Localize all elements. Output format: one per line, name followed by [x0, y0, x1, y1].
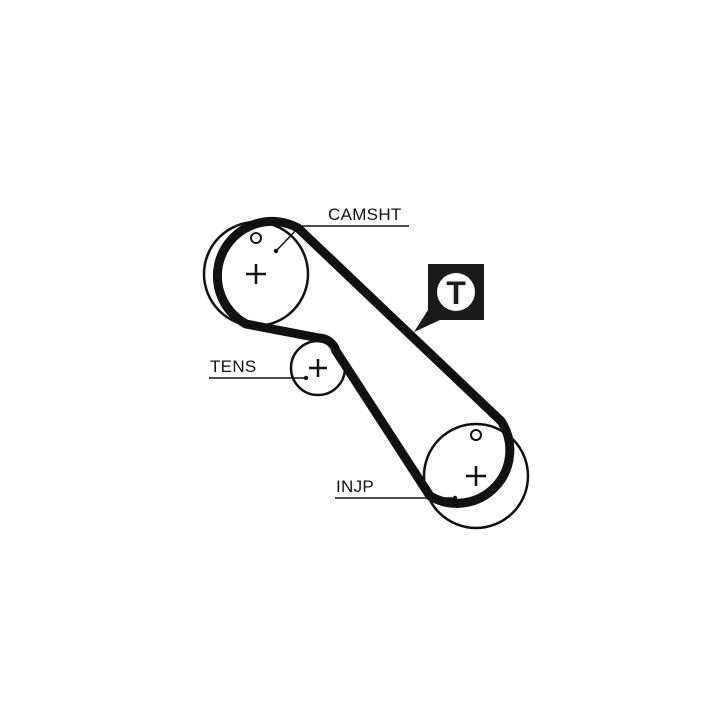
injection-pump-timing-mark: [470, 429, 482, 441]
camshaft-timing-mark: [250, 232, 262, 244]
camshaft-leader-line: [275, 225, 301, 252]
injection-pump-leader-dot: [452, 495, 458, 501]
tension-badge-circle: [437, 273, 475, 311]
tensioner-leader-dot: [303, 375, 309, 381]
camshaft-pulley-rim: [202, 220, 310, 328]
injection-pump-pulley-rim: [422, 422, 530, 530]
injection-pump-pulley: [422, 422, 530, 530]
injection-pump-label-group: INJP: [335, 477, 458, 501]
tensioner-pulley: [289, 339, 347, 397]
timing-belt: [212, 216, 515, 508]
tension-badge: T: [414, 264, 484, 332]
camshaft-pulley: [202, 220, 310, 328]
tensioner-label: TENS: [210, 357, 257, 376]
tension-badge-letter: T: [446, 275, 466, 311]
tensioner-pulley-rim: [289, 339, 347, 397]
injection-pump-label: INJP: [336, 477, 374, 496]
tensioner-label-group: TENS: [209, 357, 309, 381]
camshaft-leader-dot: [273, 248, 279, 254]
camshaft-label: CAMSHT: [328, 205, 402, 224]
camshaft-label-group: CAMSHT: [273, 205, 409, 254]
